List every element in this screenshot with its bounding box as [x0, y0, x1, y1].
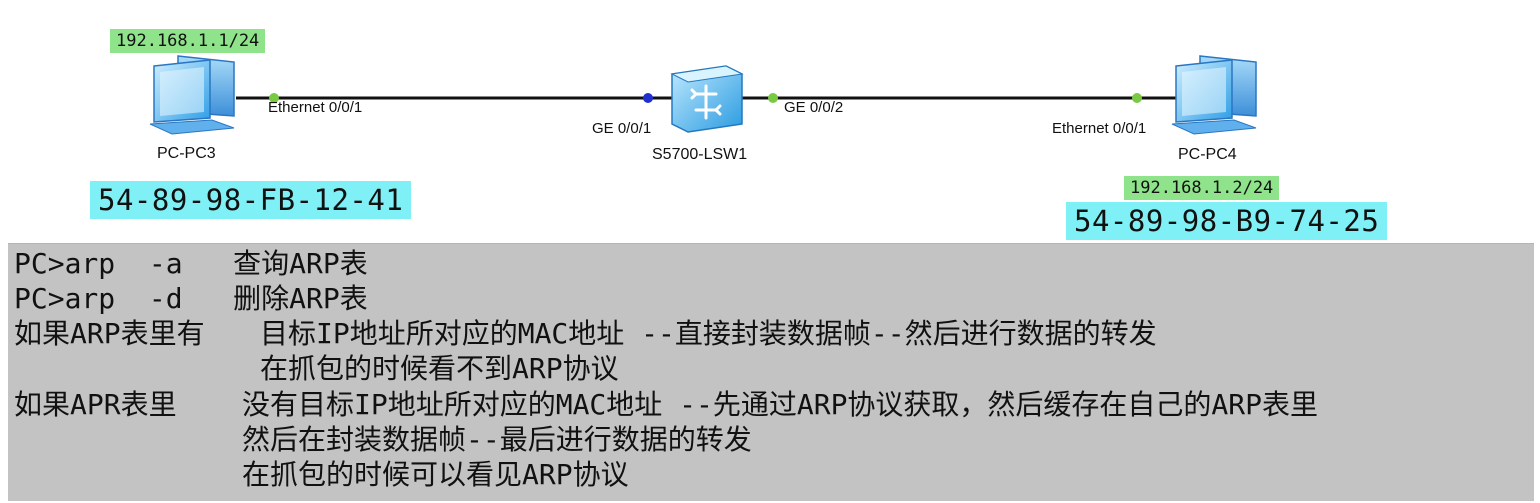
- note-line-arp-d: PC>arp -d 删除ARP表: [14, 281, 368, 317]
- pc4-mac-badge: 54-89-98-B9-74-25: [1066, 202, 1388, 240]
- note-line-has-entry-text: 目标IP地址所对应的MAC地址 --直接封装数据帧--然后进行数据的转发: [260, 317, 1157, 350]
- pc4-computer-icon[interactable]: [1171, 55, 1257, 135]
- cmd-arp-a: PC>arp -a: [14, 247, 183, 280]
- desc-arp-a: 查询ARP表: [233, 247, 368, 280]
- port-dot-switch-right: [768, 93, 778, 103]
- pc4-name-label: PC-PC4: [1178, 146, 1237, 163]
- port-dot-pc4: [1132, 93, 1142, 103]
- note-line-encapsulate: 然后在封装数据帧--最后进行数据的转发: [242, 423, 752, 456]
- note-line-no-arp-capture: 在抓包的时候看不到ARP协议: [260, 352, 619, 385]
- note-line-arp-capture: 在抓包的时候可以看见ARP协议: [242, 458, 629, 491]
- pc3-ip-badge: 192.168.1.1/24: [110, 29, 266, 53]
- switch-port-right-label: GE 0/0/2: [784, 99, 844, 116]
- note-line-no-entry-lead: 如果APR表里: [14, 388, 177, 421]
- note-line-arp-a: PC>arp -a 查询ARP表: [14, 246, 368, 282]
- cmd-arp-d: PC>arp -d: [14, 282, 183, 315]
- desc-arp-d: 删除ARP表: [233, 282, 368, 315]
- note-line-has-entry-lead: 如果ARP表里有: [14, 317, 205, 350]
- pc4-ip-badge: 192.168.1.2/24: [1124, 176, 1280, 200]
- pc3-computer-icon[interactable]: [149, 55, 235, 135]
- pc3-name-label: PC-PC3: [157, 145, 216, 162]
- port-dot-switch-left: [643, 93, 653, 103]
- arp-notes-panel: PC>arp -a 查询ARP表 PC>arp -d 删除ARP表 如果ARP表…: [8, 243, 1534, 501]
- note-line-no-entry-text: 没有目标IP地址所对应的MAC地址 --先通过ARP协议获取，然后缓存在自己的A…: [242, 388, 1319, 421]
- switch-name-label: S5700-LSW1: [652, 146, 748, 163]
- topology-canvas: [149, 55, 1257, 135]
- switch-icon[interactable]: [670, 65, 744, 133]
- switch-port-left-label: GE 0/0/1: [592, 120, 652, 137]
- pc4-port-label: Ethernet 0/0/1: [1052, 120, 1147, 137]
- port-dot-pc3: [269, 93, 279, 103]
- pc3-port-label: Ethernet 0/0/1: [268, 99, 363, 116]
- pc3-mac-badge: 54-89-98-FB-12-41: [90, 181, 412, 219]
- network-topology: 192.168.1.1/24 Ethernet 0/0/1 PC-PC3 54-…: [0, 0, 1540, 243]
